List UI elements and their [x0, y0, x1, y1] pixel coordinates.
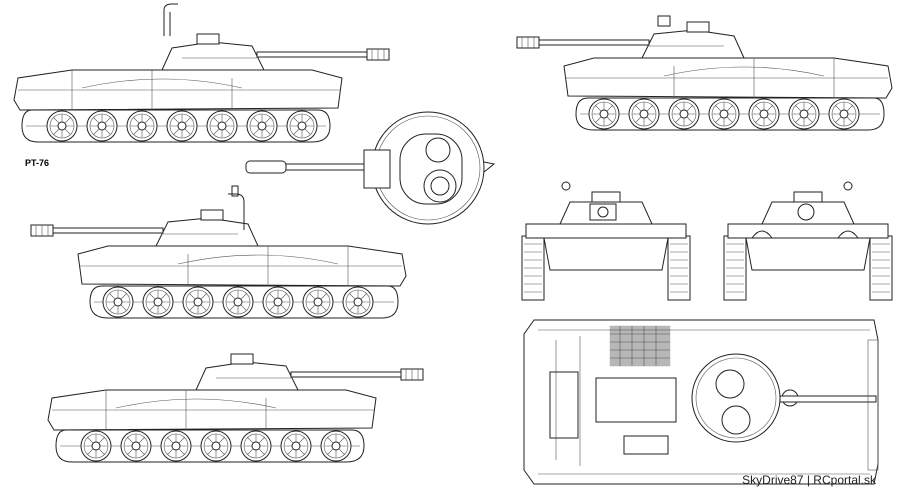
plan-view [523, 319, 879, 485]
turret-top-view [245, 111, 496, 225]
small-periscope-details [231, 15, 671, 197]
rear-view [723, 181, 893, 301]
side-view-left-bottom [48, 354, 423, 462]
credit-text: SkyDrive87 | RCportal.sk [742, 473, 876, 487]
side-view-right-top [517, 22, 892, 130]
model-label: PT-76 [25, 158, 50, 168]
side-view-left-top [14, 3, 389, 142]
side-view-left-middle [31, 193, 406, 318]
front-view [521, 181, 691, 301]
